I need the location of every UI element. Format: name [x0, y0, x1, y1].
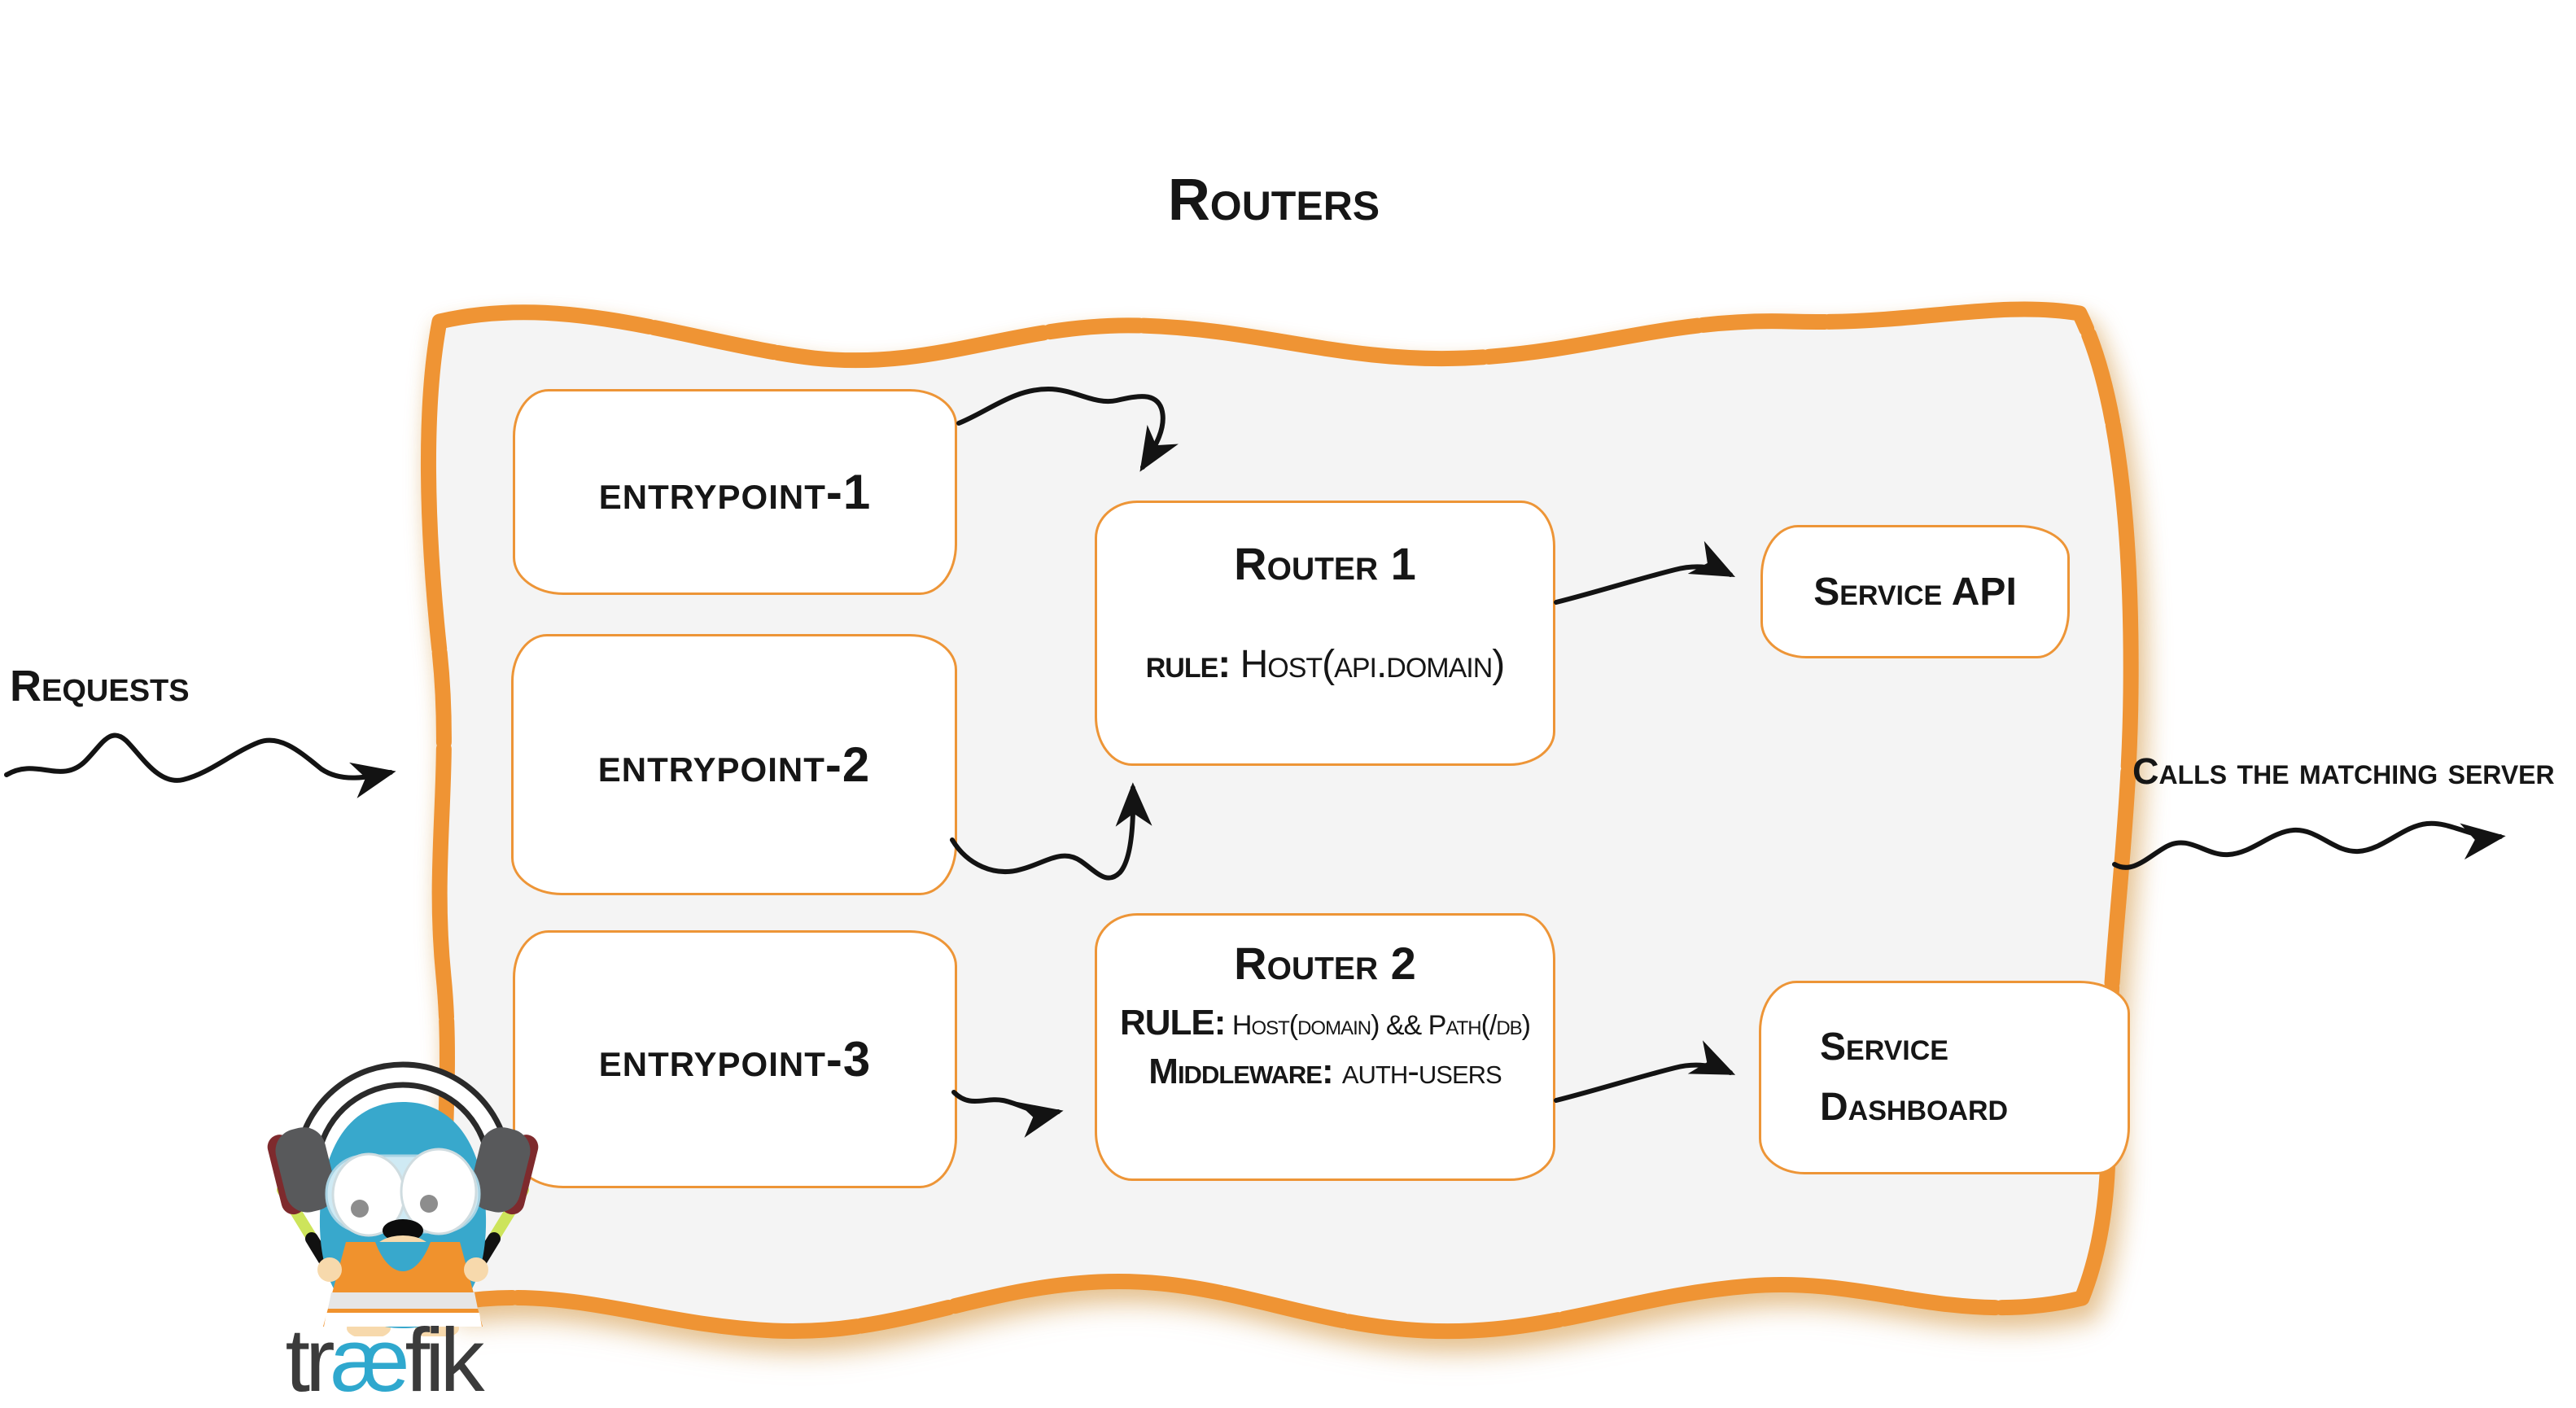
- entrypoint-2-box: entrypoint-2: [511, 634, 957, 895]
- service-dashboard-label-line1: Service: [1820, 1025, 1948, 1069]
- router-2-rule: RULE: Host(domain) && Path(/db): [1120, 1003, 1531, 1043]
- gopher-hand-left: [317, 1257, 342, 1282]
- router-1-rule-label: rule:: [1145, 643, 1231, 686]
- wordmark-tr: tr: [285, 1310, 335, 1408]
- requests-label: Requests: [10, 662, 190, 711]
- router-1-rule: rule: Host(api.domain): [1145, 642, 1506, 687]
- router-1-rule-value: Host(api.domain): [1240, 643, 1506, 686]
- entrypoint-1-label: entrypoint-1: [598, 465, 872, 519]
- headphone-cup-right: [470, 1127, 539, 1215]
- service-dashboard-box: Service Dashboard: [1759, 981, 2130, 1174]
- calls-matching-server-label: Calls the matching server: [2132, 750, 2555, 792]
- entrypoint-3-label: entrypoint-3: [598, 1032, 872, 1087]
- entrypoint-3-box: entrypoint-3: [513, 930, 957, 1188]
- traefik-wordmark: træfik: [248, 1309, 517, 1408]
- headphones-band: [296, 1061, 510, 1162]
- gopher-pupil-right: [420, 1195, 438, 1213]
- wordmark-fik: fik: [405, 1310, 485, 1408]
- entrypoint-1-box: entrypoint-1: [513, 389, 957, 595]
- gopher-eye-right: [400, 1148, 478, 1235]
- wordmark-ae: æ: [330, 1310, 410, 1408]
- service-api-box: Service API: [1760, 525, 2070, 658]
- page-title: Routers: [1167, 168, 1380, 233]
- router-2-rule-value: Host(domain) && Path(/db): [1231, 1010, 1531, 1041]
- router-1-box: Router 1 rule: Host(api.domain): [1095, 501, 1555, 766]
- gopher-goggles: [325, 1148, 481, 1237]
- headphone-cup-left: [267, 1127, 336, 1215]
- router-2-middleware-value: auth-users: [1341, 1052, 1502, 1091]
- entrypoint-2-label: entrypoint-2: [597, 737, 871, 792]
- service-dashboard-label-line2: Dashboard: [1820, 1086, 2009, 1129]
- router-2-middleware: Middleware: auth-users: [1148, 1052, 1502, 1092]
- router-2-rule-label: RULE:: [1120, 1003, 1226, 1043]
- safety-vest: [323, 1242, 483, 1327]
- gopher-pupil-left: [351, 1200, 369, 1218]
- router-2-box: Router 2 RULE: Host(domain) && Path(/db)…: [1095, 913, 1555, 1181]
- gopher-nose: [383, 1219, 423, 1242]
- traefik-gopher-logo: [267, 1061, 539, 1336]
- router-2-title: Router 2: [1234, 938, 1416, 989]
- gopher-hand-right: [464, 1257, 488, 1282]
- service-api-label: Service API: [1813, 570, 2017, 614]
- router-1-title: Router 1: [1234, 538, 1416, 589]
- router-2-middleware-label: Middleware:: [1148, 1052, 1333, 1091]
